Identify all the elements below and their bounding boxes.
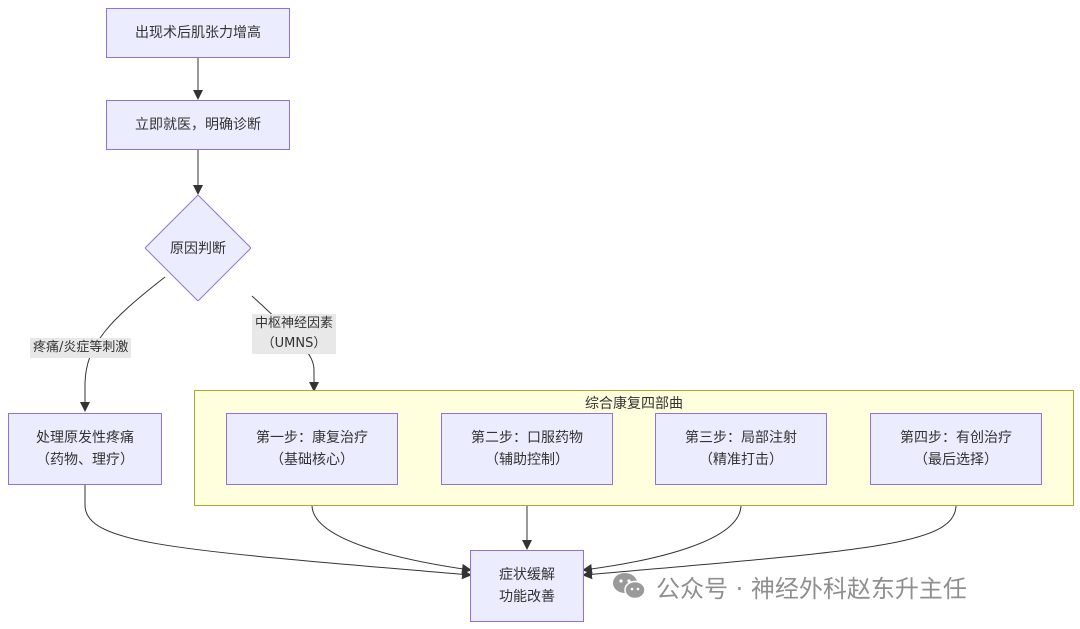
edge-label-pain: 疼痛/炎症等刺激 bbox=[30, 338, 132, 358]
edge-label-umns-line2: （UMNS） bbox=[261, 336, 327, 351]
node-step1-line1: 第一步：康复治疗 bbox=[256, 430, 368, 446]
node-pain-line2: （药物、理疗） bbox=[36, 452, 134, 468]
node-result: 症状缓解 功能改善 bbox=[470, 550, 584, 622]
watermark: 公众号 · 神经外科赵东升主任 bbox=[612, 566, 967, 606]
watermark-text: 公众号 · 神经外科赵东升主任 bbox=[656, 574, 967, 603]
node-step4: 第四步：有创治疗 （最后选择） bbox=[870, 413, 1042, 485]
node-decision: 原因判断 bbox=[145, 195, 251, 301]
node-step2-line1: 第二步：口服药物 bbox=[471, 430, 583, 446]
node-diagnose-text: 立即就医，明确诊断 bbox=[135, 117, 261, 133]
node-diagnose: 立即就医，明确诊断 bbox=[106, 100, 290, 150]
node-step2: 第二步：口服药物 （辅助控制） bbox=[441, 413, 613, 485]
node-result-line1: 症状缓解 bbox=[499, 567, 555, 583]
node-start-text: 出现术后肌张力增高 bbox=[135, 25, 261, 41]
node-step3-line1: 第三步：局部注射 bbox=[685, 430, 797, 446]
node-decision-text: 原因判断 bbox=[170, 241, 226, 257]
node-step3-line2: （精准打击） bbox=[699, 452, 783, 468]
decision-diamond-shape bbox=[145, 195, 251, 301]
node-step4-line1: 第四步：有创治疗 bbox=[900, 430, 1012, 446]
node-step4-line2: （最后选择） bbox=[914, 452, 998, 468]
node-step1-line2: （基础核心） bbox=[270, 452, 354, 468]
node-step2-line2: （辅助控制） bbox=[485, 452, 569, 468]
edge-label-umns: 中枢神经因素 （UMNS） bbox=[252, 314, 337, 354]
cluster-title: 综合康复四部曲 bbox=[585, 396, 683, 412]
node-result-line2: 功能改善 bbox=[499, 589, 555, 605]
node-pain: 处理原发性疼痛 （药物、理疗） bbox=[8, 413, 162, 485]
edge-label-pain-text: 疼痛/炎症等刺激 bbox=[33, 340, 129, 355]
node-step1: 第一步：康复治疗 （基础核心） bbox=[226, 413, 398, 485]
node-step3: 第三步：局部注射 （精准打击） bbox=[655, 413, 827, 485]
wechat-icon bbox=[613, 573, 646, 600]
node-start: 出现术后肌张力增高 bbox=[106, 8, 290, 58]
edge-label-umns-line1: 中枢神经因素 bbox=[255, 316, 334, 331]
node-pain-line1: 处理原发性疼痛 bbox=[36, 430, 134, 446]
